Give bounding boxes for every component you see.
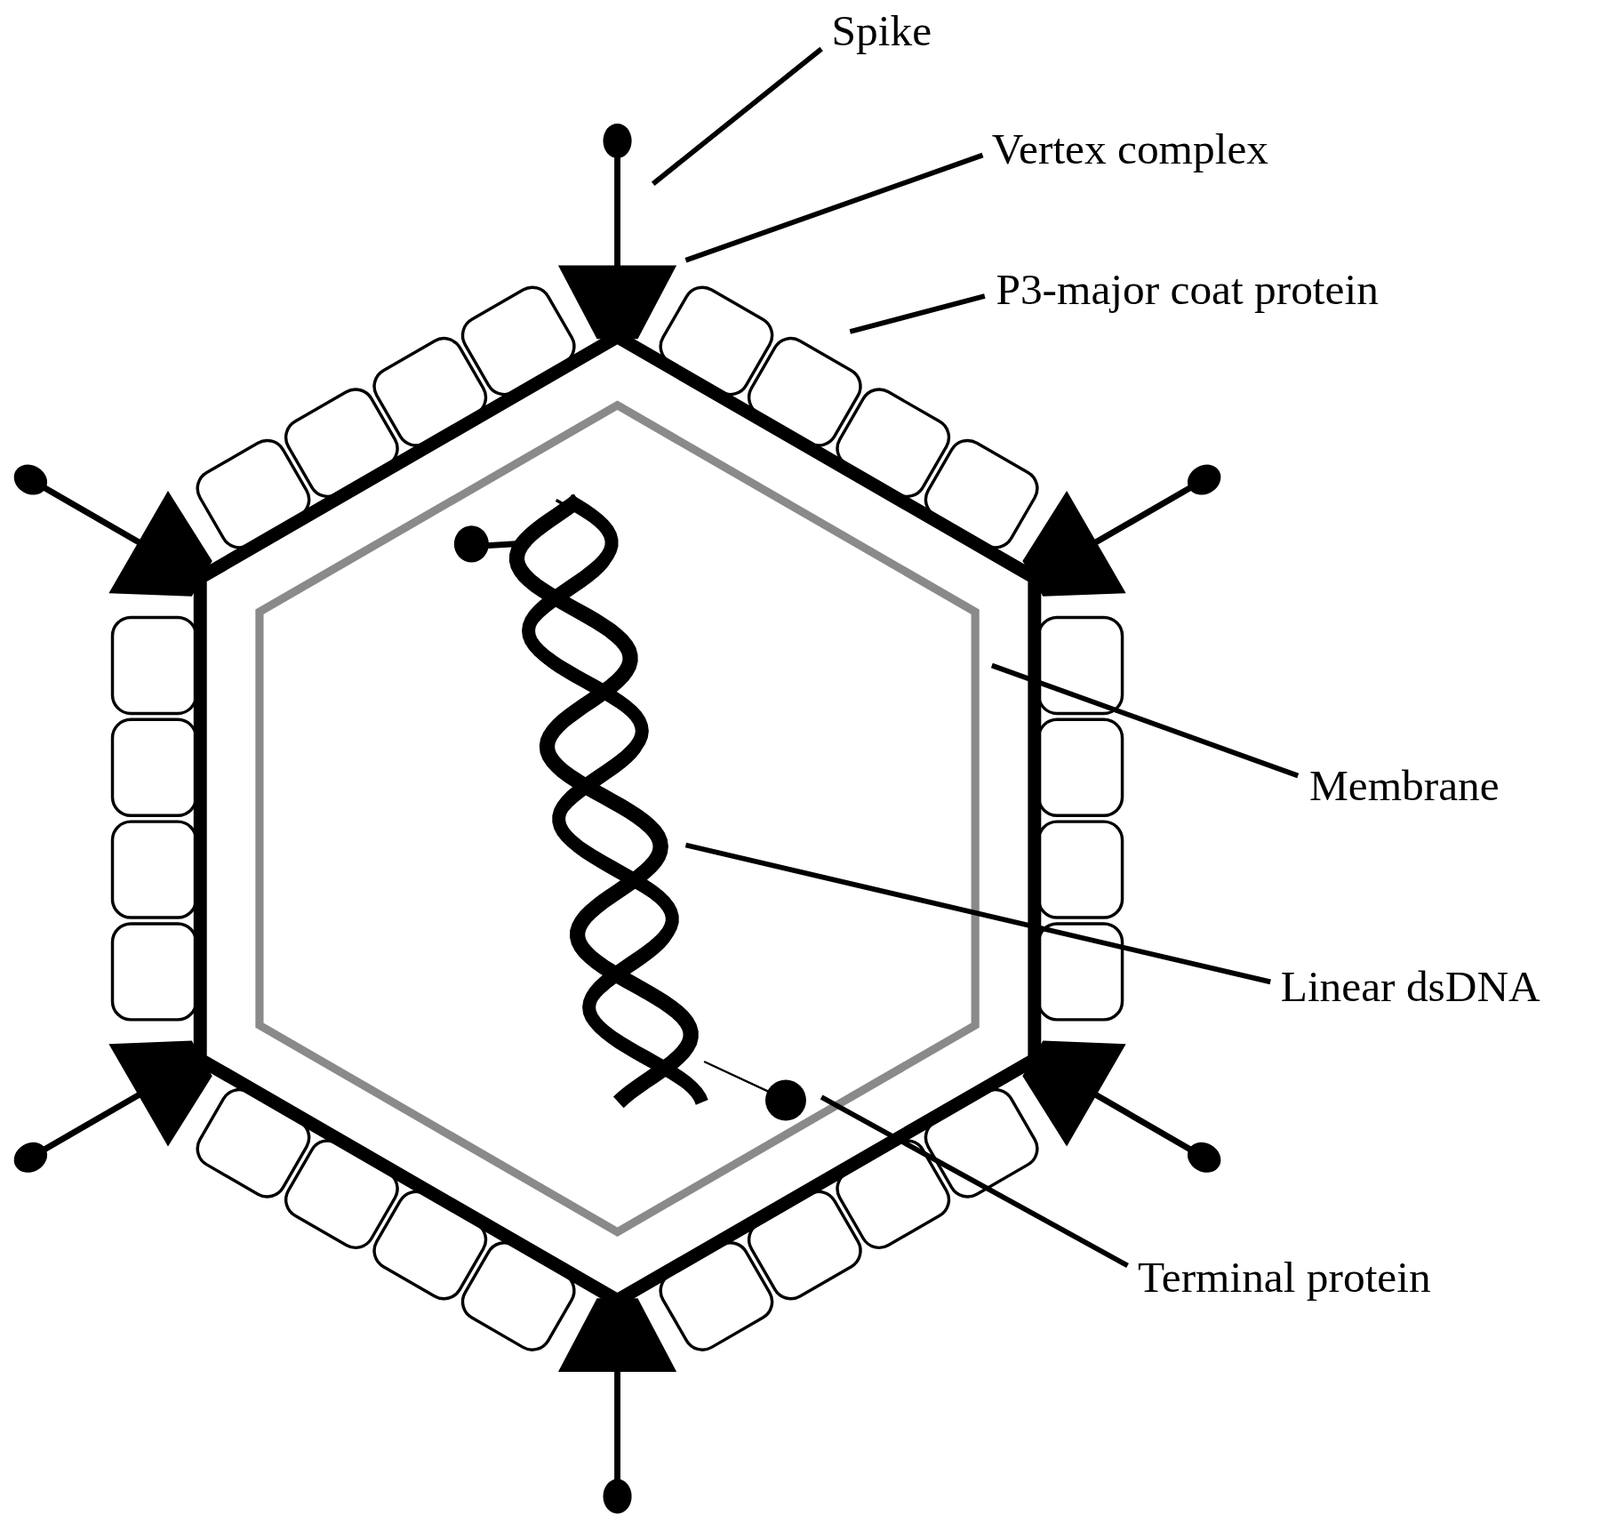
spike-knob <box>8 1136 53 1178</box>
coat-protein <box>191 1082 317 1203</box>
coat-protein-row <box>191 280 582 555</box>
part-label: Membrane <box>1309 763 1500 808</box>
leader-line <box>685 845 1271 983</box>
coat-protein <box>112 719 197 816</box>
vertex-complex <box>558 1297 677 1372</box>
part-label: Spike <box>832 8 932 52</box>
coat-protein <box>112 821 197 918</box>
terminal-protein <box>454 525 489 562</box>
spike-knob <box>602 1478 632 1513</box>
coat-protein <box>1038 821 1122 918</box>
coat-protein-row <box>191 1082 582 1357</box>
dna-strand <box>528 500 703 1103</box>
spike-knob <box>602 123 632 159</box>
dna-helix <box>454 500 807 1121</box>
leader-line <box>821 1096 1128 1265</box>
leader-line <box>685 154 983 260</box>
vertex-complex <box>558 264 677 339</box>
leader-lines <box>653 48 1299 1265</box>
coat-protein-row <box>112 617 197 1020</box>
leader-line <box>653 48 822 184</box>
membrane-outline <box>259 405 976 1232</box>
coat-protein-layer <box>112 280 1123 1357</box>
part-label: Linear dsDNA <box>1280 964 1541 1008</box>
part-label: Vertex complex <box>992 126 1269 170</box>
coat-protein <box>919 433 1045 554</box>
leader-line <box>992 664 1298 776</box>
coat-protein-row <box>654 280 1045 555</box>
coat-protein <box>1038 719 1122 816</box>
vertex-layer <box>0 123 1249 1514</box>
terminal-protein <box>765 1080 807 1121</box>
coat-protein <box>456 280 582 401</box>
vertex-complex <box>108 490 232 631</box>
spike-knob <box>1182 458 1227 501</box>
coat-protein-row <box>1038 617 1122 1020</box>
spike-knob <box>8 458 53 501</box>
vertex-complex <box>108 1007 232 1147</box>
coat-protein <box>654 1235 780 1356</box>
dna-strand <box>516 500 691 1103</box>
coat-protein-row <box>654 1082 1045 1357</box>
part-label: P3-major coat protein <box>995 267 1378 312</box>
leader-line <box>849 296 985 332</box>
vertex-spike <box>558 123 677 339</box>
spike-knob <box>1182 1136 1227 1178</box>
vertex-complex <box>1003 1007 1127 1147</box>
capsid-shell <box>200 336 1035 1301</box>
vertex-spike <box>558 1297 677 1513</box>
vertex-complex <box>1003 490 1127 631</box>
coat-protein <box>112 923 197 1020</box>
coat-protein <box>112 617 197 714</box>
part-label: Terminal protein <box>1137 1255 1432 1299</box>
